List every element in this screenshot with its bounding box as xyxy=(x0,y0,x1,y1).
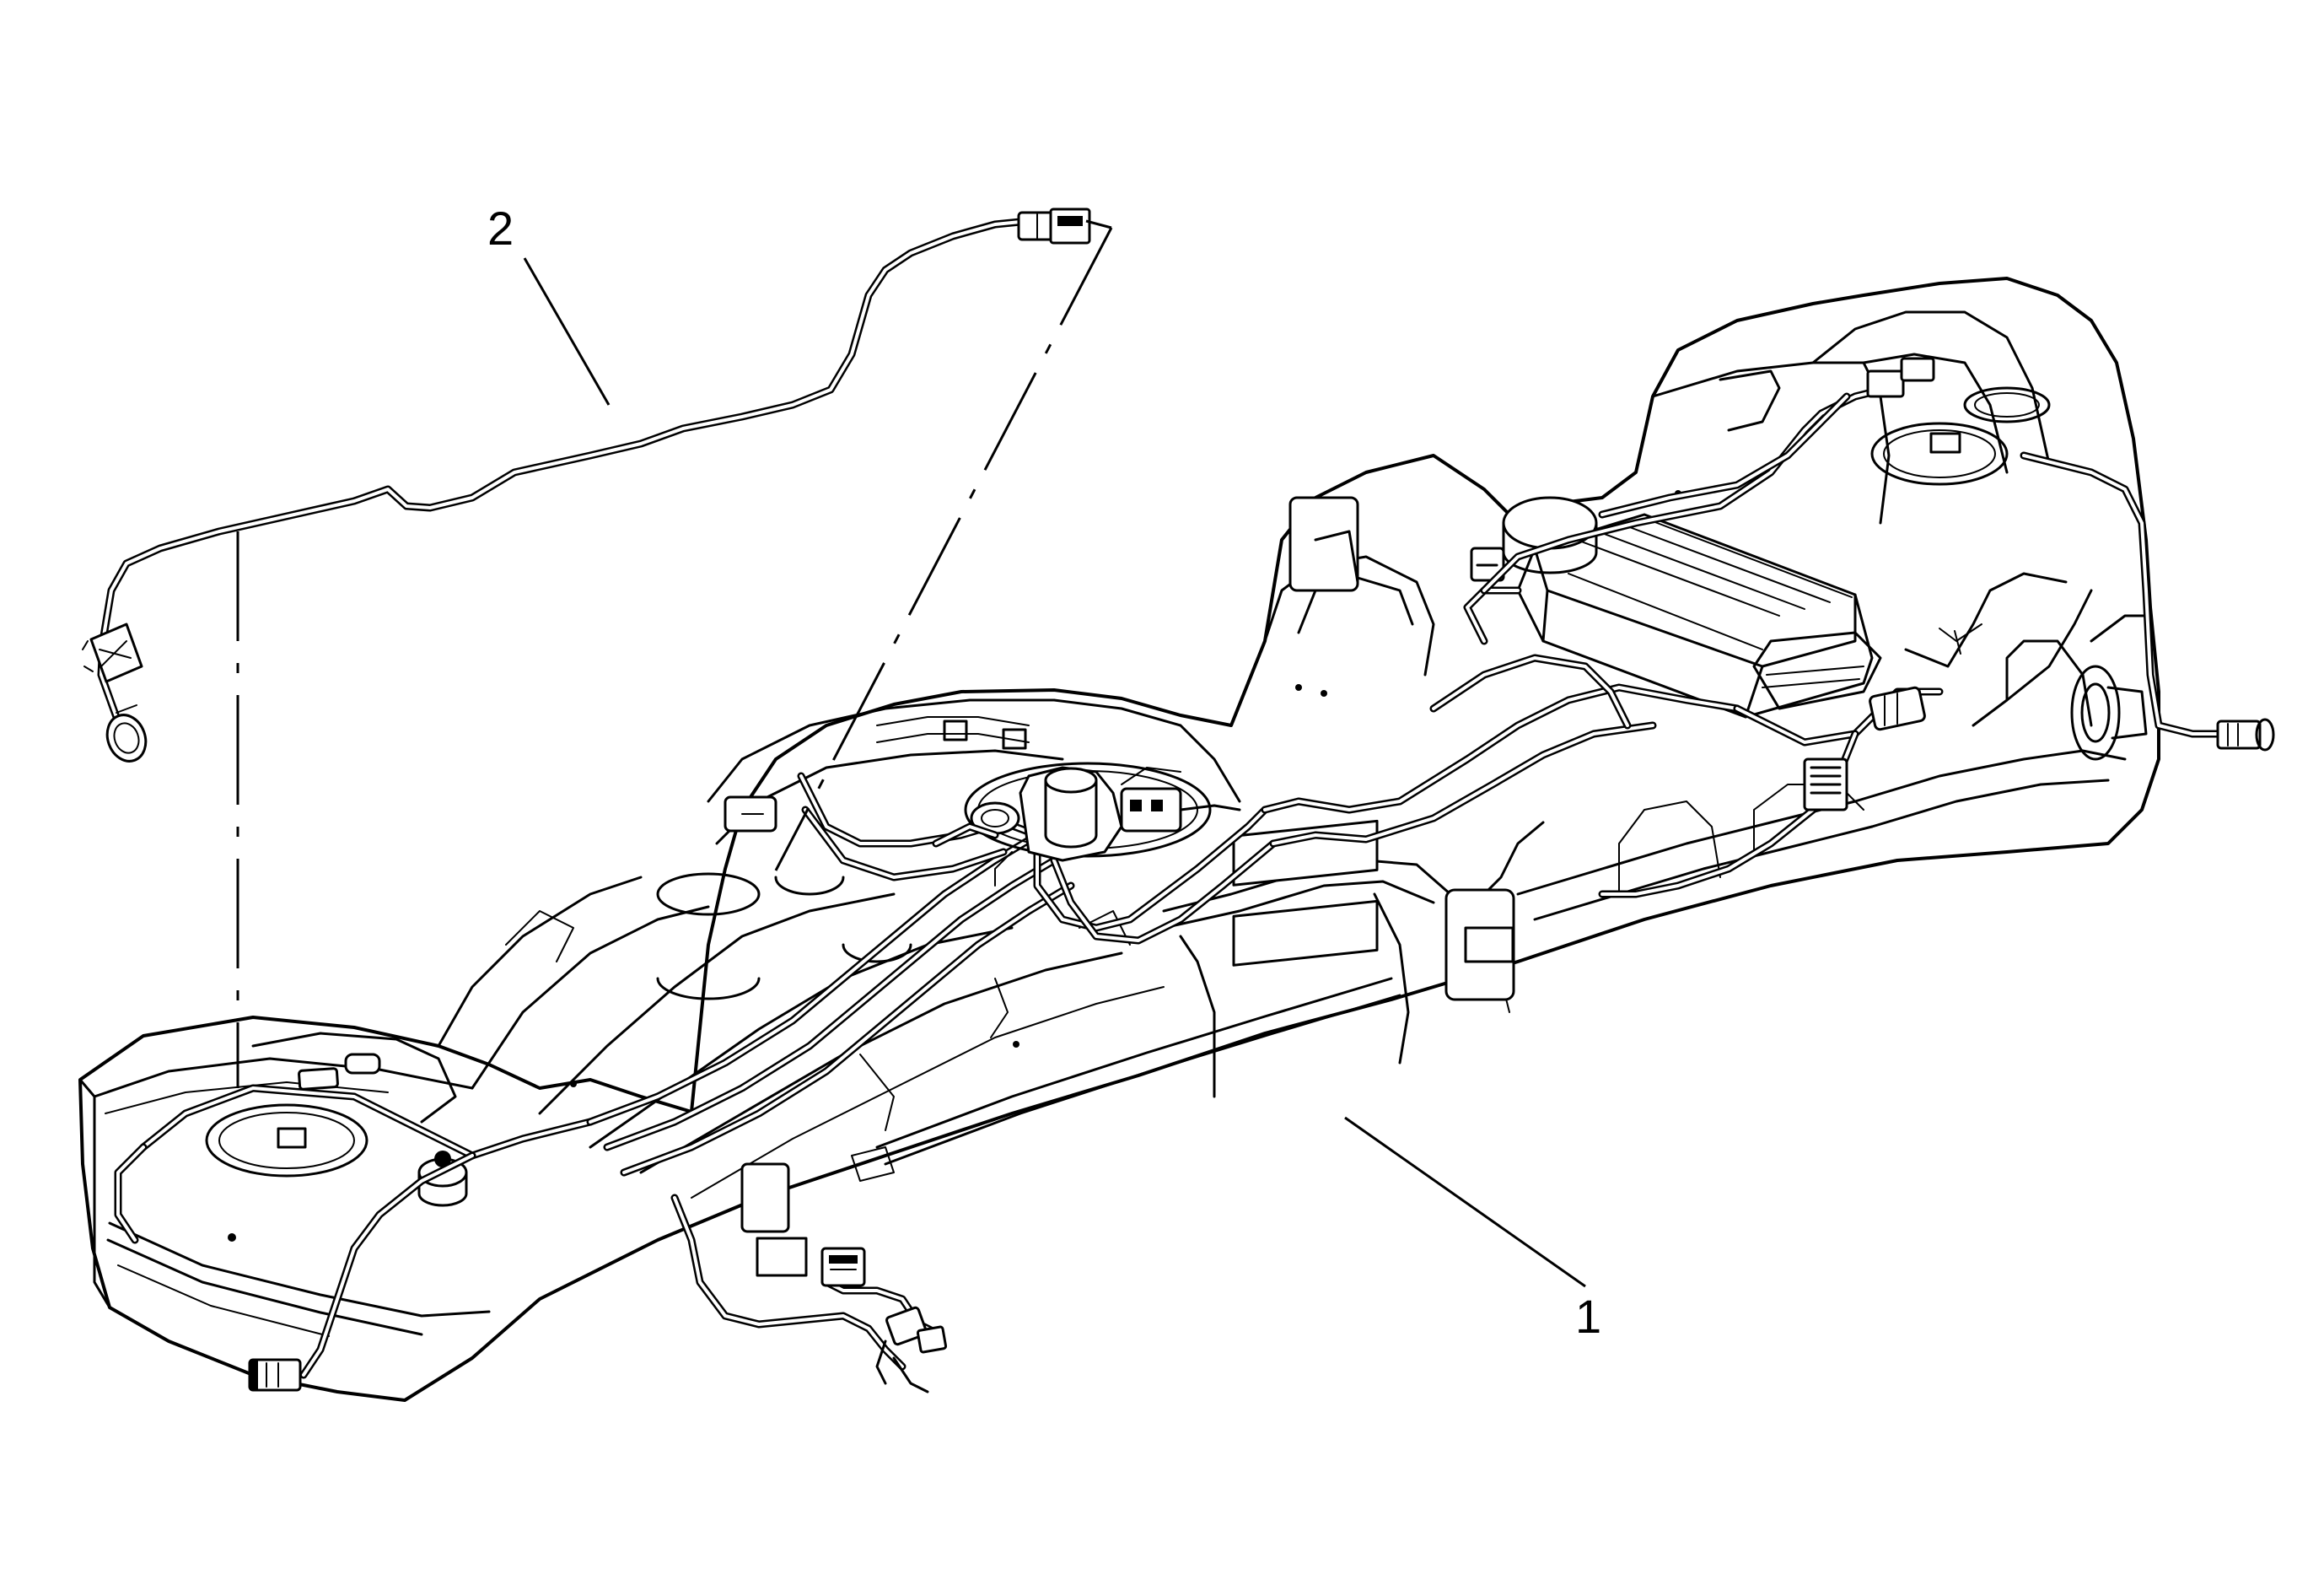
callout-2: 2 xyxy=(487,202,514,255)
callouts: 1 2 xyxy=(487,202,1601,1343)
fuel-line-tube xyxy=(97,217,1033,755)
fuel-line-rear-connector xyxy=(105,714,148,763)
vent-fitting xyxy=(2070,665,2121,761)
leader-line-2 xyxy=(523,257,611,406)
fuel-tank xyxy=(78,277,2160,1402)
fuel-sender-plate xyxy=(205,1103,369,1178)
fuel-pump-module xyxy=(932,762,1241,887)
callout-1: 1 xyxy=(1575,1290,1601,1343)
tank-outline xyxy=(78,277,2160,1402)
rear-pump-plate xyxy=(1870,422,2009,486)
evap-canister xyxy=(1470,496,1882,719)
tank-hoses xyxy=(114,357,2275,1393)
alignment-lines xyxy=(236,219,1113,1088)
fuel-line xyxy=(82,208,1091,763)
leader-line-1 xyxy=(1344,1116,1586,1288)
harness-connector xyxy=(820,1247,866,1287)
label-plate-upper xyxy=(1232,819,1379,887)
label-plate-lower xyxy=(1232,899,1379,967)
